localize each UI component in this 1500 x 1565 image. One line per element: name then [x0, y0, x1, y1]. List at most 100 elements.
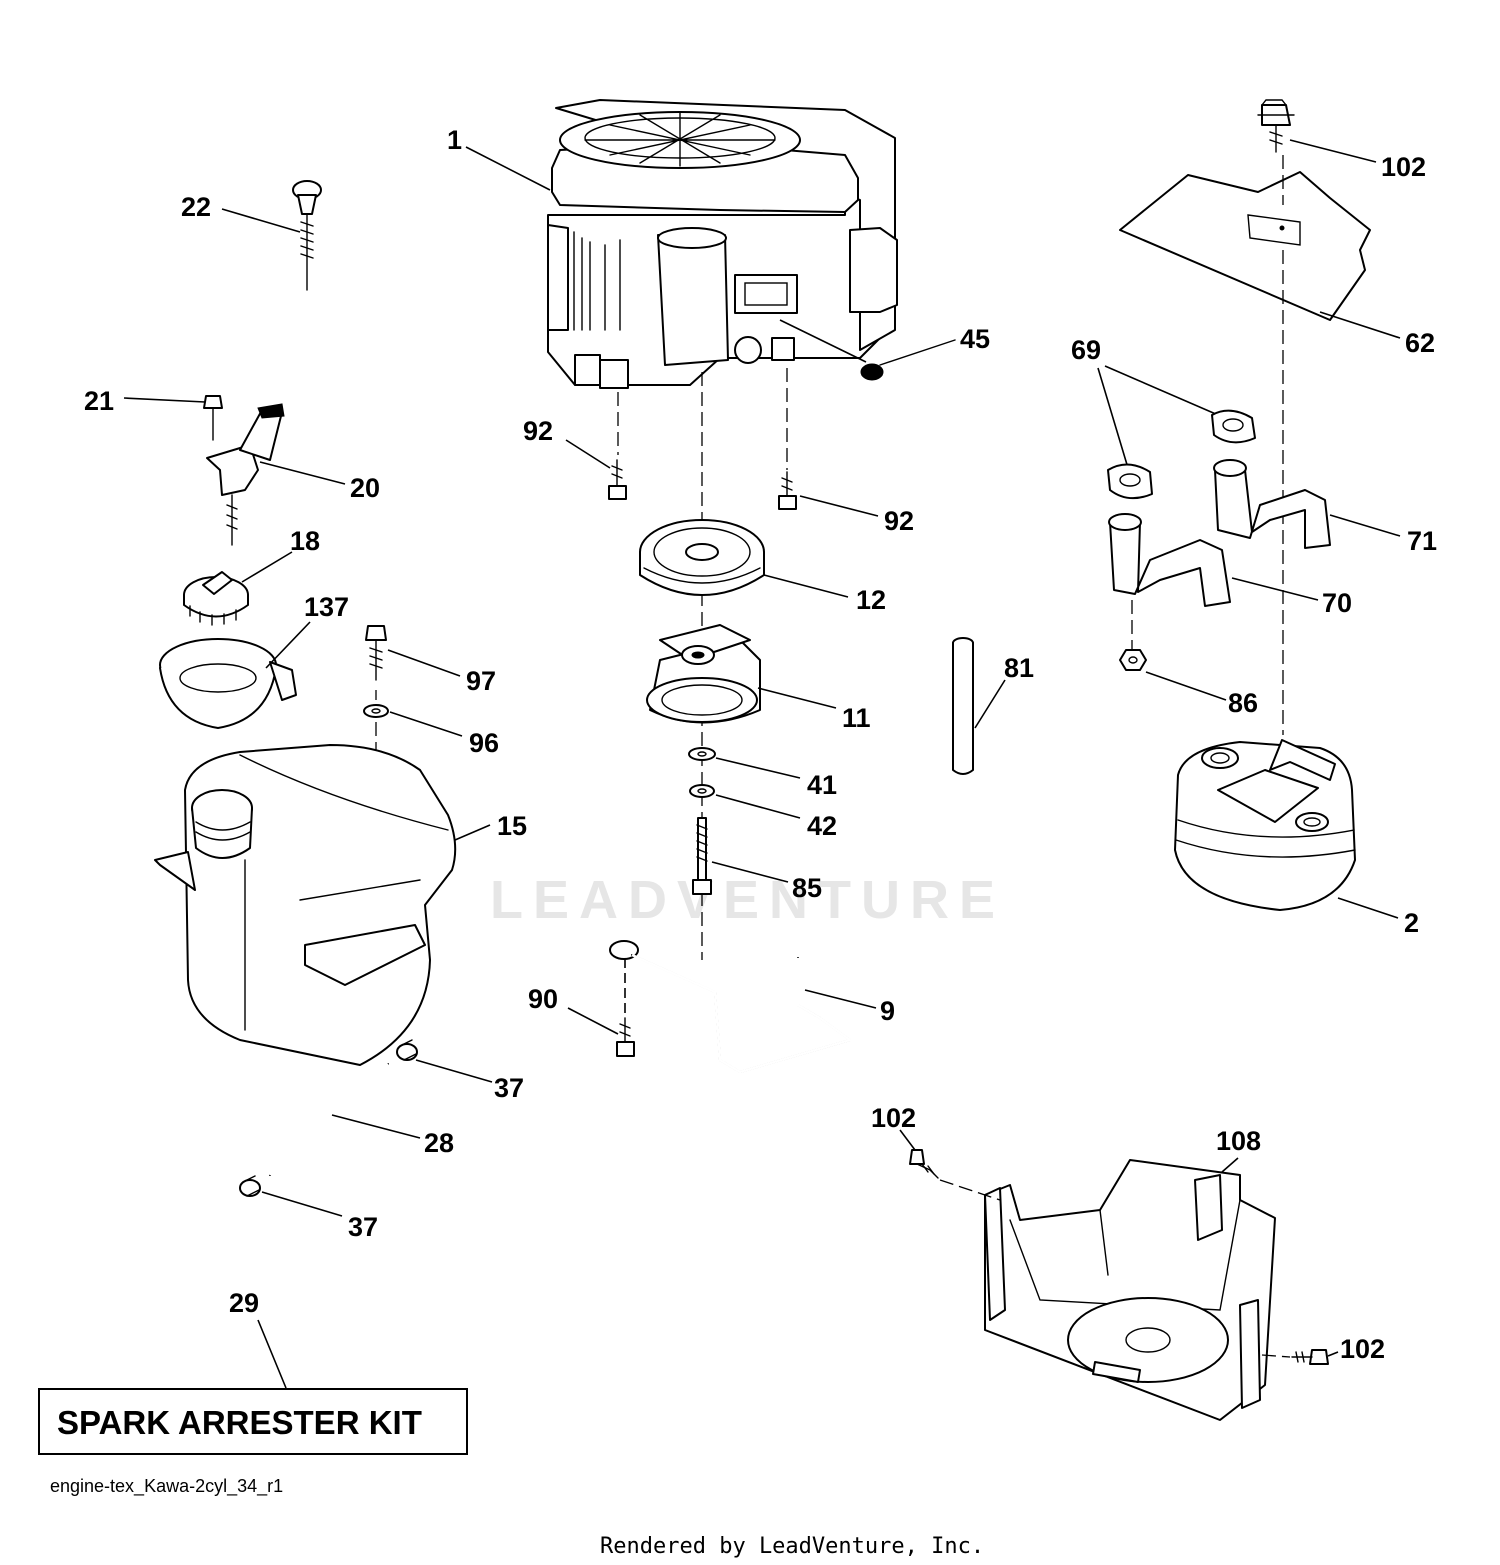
- axis-guard-bolt-upper: [939, 1179, 1001, 1201]
- tube-part: [952, 637, 974, 775]
- callout-22: 22: [181, 192, 211, 222]
- leader-15: [454, 824, 491, 841]
- callout-62: 62: [1405, 328, 1435, 358]
- leader-102-upper: [899, 1129, 916, 1151]
- fuel-cap-part: [183, 571, 249, 626]
- leader-20: [259, 461, 346, 485]
- leader-69-a: [1097, 367, 1129, 469]
- callout-12: 12: [856, 585, 886, 615]
- callout-86: 86: [1228, 688, 1258, 718]
- leader-12: [763, 574, 849, 598]
- guard-bolt-upper-part: [909, 1149, 939, 1179]
- leader-1: [465, 146, 551, 191]
- control-rod-part: [609, 940, 853, 1074]
- exhaust-nut-part: [1119, 649, 1147, 671]
- leader-90: [567, 1007, 619, 1035]
- choke-knob-part: [292, 180, 322, 291]
- leader-85: [711, 861, 789, 883]
- washer-41-part: [688, 747, 716, 761]
- leader-28: [331, 1114, 421, 1139]
- hose-clamp-upper-part: [396, 1039, 418, 1061]
- exhaust-pipe-70-part: [1108, 513, 1231, 607]
- pulley-part: [639, 519, 765, 596]
- washer-part: [363, 704, 389, 718]
- callout-137: 137: [304, 592, 349, 622]
- leader-71: [1329, 514, 1401, 537]
- clutch-bolt-part: [692, 817, 712, 895]
- leader-137: [265, 621, 311, 669]
- gasket-upper-part: [1211, 409, 1256, 444]
- callout-96: 96: [469, 728, 499, 758]
- callout-9: 9: [880, 996, 895, 1026]
- leader-11: [757, 687, 837, 709]
- callout-15: 15: [497, 811, 527, 841]
- leader-22: [221, 208, 301, 233]
- leader-102-lower: [1327, 1351, 1339, 1357]
- callout-70: 70: [1322, 588, 1352, 618]
- callout-29: 29: [229, 1288, 259, 1318]
- callout-37-upper: 37: [494, 1073, 524, 1103]
- leader-96: [389, 711, 463, 737]
- axis-guard-bolt-lower: [1261, 1354, 1291, 1358]
- screw-part: [365, 625, 387, 681]
- spark-arrester-kit-label: SPARK ARRESTER KIT: [57, 1404, 422, 1441]
- rendered-by-footer: Rendered by LeadVenture, Inc.: [600, 1534, 984, 1559]
- rod-bolt-part: [616, 1017, 635, 1057]
- leader-37-upper: [415, 1059, 493, 1083]
- leader-92-left: [565, 439, 611, 469]
- callout-21: 21: [84, 386, 114, 416]
- callout-92-left: 92: [523, 416, 553, 446]
- watermark: LEADVENTURE: [490, 870, 1005, 930]
- leader-37-lower: [261, 1191, 343, 1217]
- callout-45: 45: [960, 324, 990, 354]
- shield-bolt-top-part: [1257, 99, 1295, 153]
- throttle-control-part: [203, 395, 285, 546]
- muffler-part: [1174, 739, 1356, 911]
- leader-41: [715, 757, 801, 779]
- leader-92-right: [799, 495, 879, 517]
- callout-102-top: 102: [1381, 152, 1426, 182]
- leader-108: [1221, 1157, 1239, 1173]
- leader-97: [387, 649, 461, 677]
- callout-81: 81: [1004, 653, 1034, 683]
- hose-clamp-lower-part: [239, 1175, 261, 1197]
- leader-42: [715, 794, 801, 819]
- washer-42-part: [689, 784, 715, 798]
- leader-81: [974, 679, 1006, 729]
- leader-29: [257, 1319, 287, 1389]
- callout-11: 11: [842, 703, 871, 733]
- callout-1: 1: [447, 125, 462, 155]
- callout-28: 28: [424, 1128, 454, 1158]
- fuel-line-part: [267, 1062, 390, 1176]
- diagram-file-id: engine-tex_Kawa-2cyl_34_r1: [50, 1476, 283, 1497]
- leader-70: [1231, 577, 1319, 601]
- leader-9: [804, 989, 877, 1009]
- fuel-tank-part: [154, 744, 457, 1066]
- callout-102-upper: 102: [871, 1103, 916, 1133]
- callout-102-lower: 102: [1340, 1334, 1385, 1364]
- callout-97: 97: [466, 666, 496, 696]
- engine-bolt-left-part: [608, 459, 627, 500]
- guard-bolt-lower-part: [1291, 1349, 1329, 1365]
- leader-21: [123, 397, 206, 403]
- callout-92-right: 92: [884, 506, 914, 536]
- leader-18: [241, 551, 293, 583]
- leader-69-b: [1104, 365, 1226, 419]
- callout-18: 18: [290, 526, 320, 556]
- callout-37-lower: 37: [348, 1212, 378, 1242]
- leader-86: [1145, 671, 1227, 701]
- clutch-part: [646, 624, 761, 724]
- leader-2: [1337, 897, 1399, 919]
- engine-part: [547, 99, 898, 389]
- callout-20: 20: [350, 473, 380, 503]
- fuel-basin-part: [159, 638, 297, 729]
- callout-42: 42: [807, 811, 837, 841]
- leader-62: [1319, 311, 1401, 339]
- engine-guard-part: [984, 1159, 1276, 1421]
- gasket-lower-part: [1107, 463, 1153, 500]
- heat-shield-part: [1119, 171, 1371, 321]
- callout-108: 108: [1216, 1126, 1261, 1156]
- callout-85: 85: [792, 873, 822, 903]
- engine-bolt-right-part: [778, 471, 797, 510]
